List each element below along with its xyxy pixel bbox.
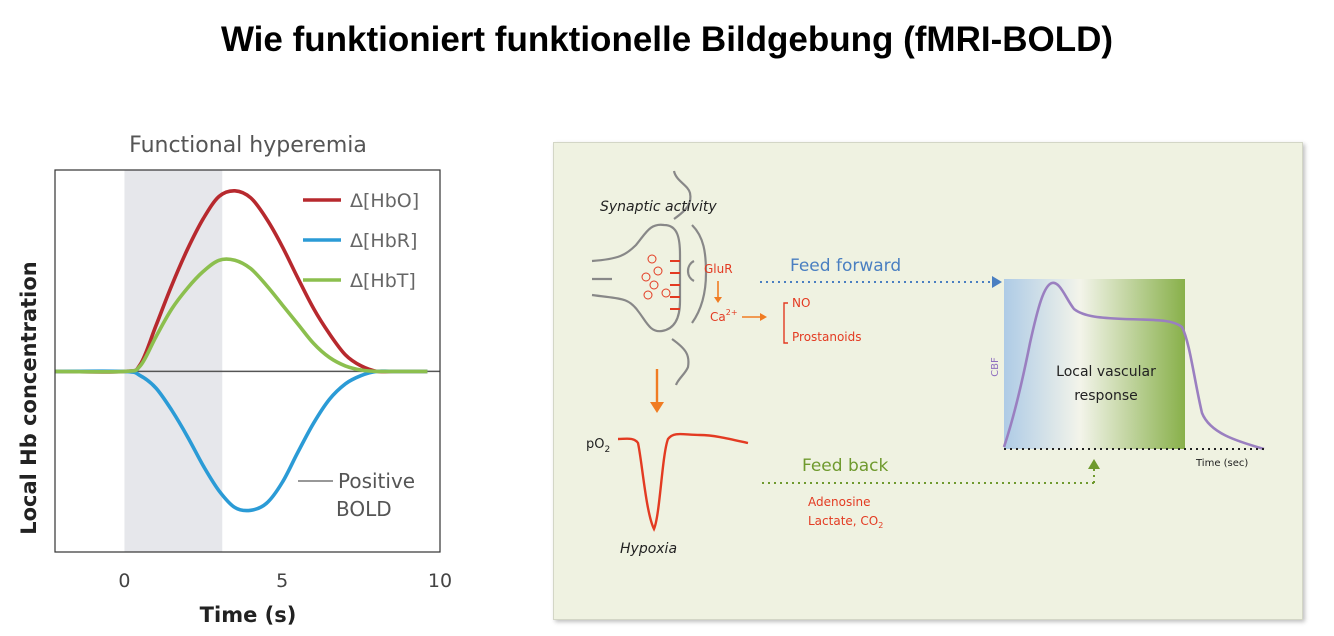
- vascular-response-panel: Synaptic activity GluR Ca2+ NO Prostanoi…: [553, 142, 1303, 620]
- response-label: response: [1074, 388, 1138, 404]
- lactate-text: Lactate, CO: [808, 514, 878, 528]
- feed-back-arrowhead: [1088, 459, 1100, 469]
- mediator-bracket: [784, 303, 788, 343]
- adenosine-label: Adenosine: [808, 495, 871, 509]
- po2-label: pO2: [586, 437, 610, 455]
- po2-curve: [618, 434, 748, 529]
- synaptic-activity-label: Synaptic activity: [600, 199, 717, 215]
- annotation-positive: Positive: [338, 469, 415, 493]
- ca-superscript: 2+: [726, 308, 738, 317]
- legend-label-1: Δ[HbR]: [350, 230, 417, 252]
- down-arrowhead: [650, 402, 664, 413]
- x-tick-label-0: 0: [118, 570, 130, 592]
- prostanoids-label: Prostanoids: [792, 330, 862, 344]
- hypoxia-label: Hypoxia: [620, 541, 677, 557]
- chart-title: Functional hyperemia: [129, 133, 367, 158]
- po2-text: pO: [586, 437, 604, 452]
- ca-label: Ca2+: [710, 308, 738, 324]
- legend-label-2: Δ[HbT]: [350, 270, 416, 292]
- local-vascular-label: Local vascular: [1056, 364, 1156, 380]
- no-label: NO: [792, 296, 810, 310]
- legend-label-0: Δ[HbO]: [350, 190, 419, 212]
- x-tick-group: 0 5 10: [118, 570, 452, 592]
- vascular-response-diagram: Synaptic activity GluR Ca2+ NO Prostanoi…: [554, 143, 1302, 619]
- ca-arrowhead: [760, 313, 767, 321]
- x-axis-label: Time (s): [200, 603, 297, 627]
- feed-forward-arrowhead: [992, 276, 1002, 288]
- legend: Δ[HbO] Δ[HbR] Δ[HbT]: [303, 190, 419, 292]
- x-tick-label-2: 10: [428, 570, 452, 592]
- stimulus-band: [124, 170, 222, 552]
- y-axis-label: Local Hb concentration: [17, 261, 41, 535]
- cbf-label: CBF: [990, 357, 1001, 377]
- annotation-bold: BOLD: [336, 497, 392, 521]
- vesicles: [642, 255, 670, 299]
- plot-frame: [55, 170, 440, 552]
- glur-label: GluR: [704, 262, 733, 276]
- po2-subscript: 2: [604, 445, 610, 455]
- feed-back-label: Feed back: [802, 456, 889, 476]
- glur-arrowhead: [714, 297, 722, 303]
- feed-forward-label: Feed forward: [790, 256, 901, 276]
- ca-text: Ca: [710, 310, 726, 324]
- slide-title: Wie funktioniert funktionelle Bildgebung…: [0, 20, 1334, 60]
- time-sec-label: Time (sec): [1195, 458, 1248, 469]
- receptor-marks: [670, 261, 680, 309]
- lactate-subscript: 2: [878, 521, 883, 530]
- x-tick-label-1: 5: [276, 570, 288, 592]
- lactate-label: Lactate, CO2: [808, 514, 883, 530]
